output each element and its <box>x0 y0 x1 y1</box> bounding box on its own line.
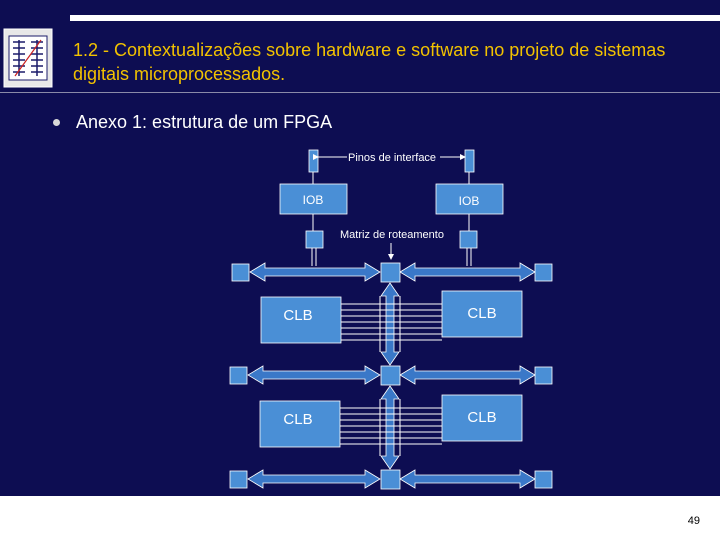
clb-top-left-label: CLB <box>283 307 312 324</box>
iob-left <box>279 183 348 215</box>
iob-switch-right <box>459 230 478 249</box>
footer <box>0 501 720 540</box>
clb-top-right-label: CLB <box>467 305 496 322</box>
bullet-icon <box>53 119 60 126</box>
iob-switch-left <box>305 230 324 249</box>
university-logo-icon <box>3 28 53 88</box>
pin-label: Pinos de interface <box>348 152 436 164</box>
slide-title: 1.2 - Contextualizações sobre hardware e… <box>73 40 666 84</box>
clb-bottom-left-label: CLB <box>283 411 312 428</box>
clb-interconnect-lines <box>340 296 442 456</box>
switch-boxes <box>229 262 553 490</box>
fpga-structure-diagram: Pinos de interface IOB IOB Matriz de rot… <box>229 149 553 490</box>
page-number: 49 <box>687 515 700 527</box>
pin-right <box>464 149 475 173</box>
routing-label: Matriz de roteamento <box>340 229 444 241</box>
routing-arrows-horizontal <box>247 262 536 489</box>
routing-arrows-vertical <box>380 282 400 470</box>
clb-top-left <box>260 296 342 344</box>
clb-top-right <box>441 290 523 338</box>
clb-bottom-left <box>259 400 341 448</box>
bottom-rule <box>0 496 720 501</box>
iob-right <box>435 183 504 215</box>
pin-left <box>308 149 319 173</box>
clb-bottom-right-label: CLB <box>467 409 496 426</box>
iob-right-label: IOB <box>459 194 480 208</box>
iob-links <box>311 214 472 266</box>
clb-bottom-right <box>441 394 523 442</box>
title-divider <box>0 92 720 93</box>
bullet-text: Anexo 1: estrutura de um FPGA <box>76 112 333 132</box>
top-rule <box>70 15 720 21</box>
iob-left-label: IOB <box>303 193 324 207</box>
